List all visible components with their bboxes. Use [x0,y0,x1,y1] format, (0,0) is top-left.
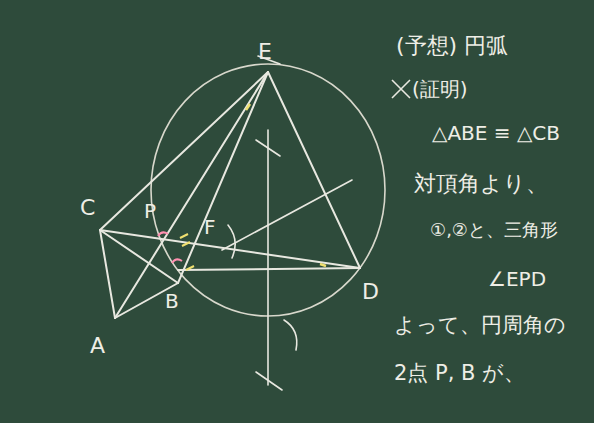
angle-mark [246,104,250,110]
point-label: C [80,196,95,220]
board-note: (予想) 円弧 [396,34,508,58]
bisector [267,130,269,385]
board-note: よって、円周角の [394,314,566,337]
point-label: E [258,40,272,64]
arc-mark [256,140,280,156]
angle-marks [158,80,410,270]
segment [115,72,268,318]
segment [100,230,115,318]
arc-mark [228,225,235,258]
construction-lines [100,56,385,390]
point-label: P [144,200,156,222]
arc-mark [284,320,297,350]
board-note: (証明) [412,78,468,100]
point-label: A [90,334,105,358]
board-note: ∠EPD [488,268,546,290]
angle-mark [180,234,190,246]
angle-mark [158,232,168,236]
crossed-out-mark [392,80,410,98]
angle-mark [186,266,194,270]
segment [100,230,360,268]
board-note: ①,②と、三角形 [430,220,558,240]
bisector-line [222,180,352,250]
board-note: △ABE ≡ △CB [432,122,560,144]
segment [178,268,360,270]
angle-mark [172,259,182,263]
segment [178,72,268,283]
angle-mark [320,264,326,266]
segment [100,230,178,283]
point-label: D [362,280,379,304]
segment [115,283,178,318]
point-label: F [204,216,216,238]
board-note: 対頂角より、 [414,172,548,196]
segment [268,72,360,268]
board-note: 2点 P, B が、 [394,362,525,385]
arc-mark [256,372,282,390]
point-label: B [165,290,179,312]
